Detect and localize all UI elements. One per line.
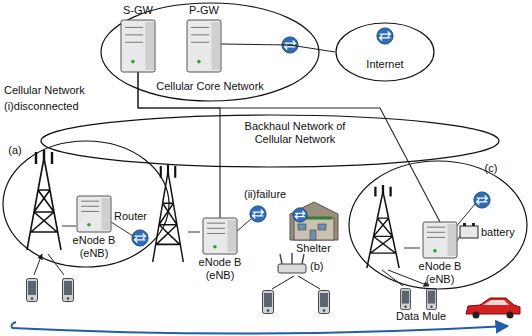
- gateway-server: P-GW: [184, 4, 224, 72]
- node-text: S-GW: [118, 4, 158, 17]
- callout-label: (b): [310, 260, 323, 273]
- phone: [426, 288, 436, 309]
- mule-route: [12, 322, 17, 328]
- part-label: Data Mule: [396, 310, 446, 323]
- gateway-server: S-GW: [118, 4, 158, 72]
- part-label: Router: [114, 210, 147, 223]
- node-text: P-GW: [184, 4, 224, 17]
- server-icon: [77, 196, 111, 232]
- server-icon: [121, 20, 155, 72]
- cell-tower: [27, 150, 61, 250]
- phone: [400, 288, 410, 309]
- ellipse-outline: [3, 141, 169, 267]
- phone: [319, 291, 330, 314]
- network-link: [138, 72, 220, 218]
- enb-server: eNode B (eNB): [420, 222, 460, 288]
- battery-icon: [460, 223, 478, 238]
- node-text: Internet: [345, 58, 425, 71]
- node-text: Backhaul Network of Cellular Network: [240, 120, 350, 146]
- server-icon: [203, 218, 237, 254]
- phone: [263, 291, 274, 314]
- network-label: Cellular Network: [4, 84, 85, 97]
- ellipse-outline: [335, 22, 435, 82]
- ellipse-outline: [336, 23, 434, 81]
- node-text: Cellular Core Network: [150, 80, 270, 93]
- ellipse-outline: [349, 161, 527, 289]
- node-text: eNode B (eNB): [414, 260, 466, 286]
- router-icon: [377, 28, 393, 44]
- node-text: eNode B (eNB): [194, 256, 246, 282]
- part-label: battery: [481, 226, 515, 239]
- server-icon: [423, 222, 457, 258]
- part-label: Shelter: [296, 242, 331, 255]
- core-network: Cellular Core Network S-GW P-GW: [100, 2, 320, 102]
- cell-area: (c) eNode B (eNB): [348, 160, 528, 290]
- cable: [62, 204, 475, 248]
- router-icon: [132, 230, 148, 246]
- backhaul-network: Backhaul Network of Cellular Network: [40, 114, 500, 168]
- enb-server: eNode B (eNB): [74, 196, 114, 262]
- node-text: eNode B (eNB): [68, 234, 120, 260]
- radio-link: [34, 254, 429, 289]
- node-text: (c): [480, 162, 502, 175]
- phone: [63, 279, 74, 302]
- node-text: (a): [4, 144, 26, 157]
- ellipse-outline: [41, 115, 499, 167]
- router-icon: [293, 208, 307, 222]
- network-link: [138, 72, 440, 222]
- server-icon: [187, 20, 221, 72]
- phone: [27, 279, 38, 302]
- status-label: (ii)failure: [244, 188, 286, 201]
- ellipse-outline: [101, 3, 319, 101]
- status-label: (i)disconnected: [4, 100, 79, 113]
- cell-tower: [367, 185, 399, 268]
- mule-route: [12, 326, 508, 334]
- router-icon: [474, 192, 490, 208]
- enb-server: eNode B (eNB): [200, 218, 240, 284]
- car-icon: [466, 298, 520, 319]
- access-point: [278, 253, 306, 273]
- router-icon: [250, 206, 266, 222]
- internet-cloud: Internet: [335, 22, 435, 82]
- cell-area: (a) eNode B (eNB): [2, 140, 170, 268]
- shelter-building: [290, 202, 338, 240]
